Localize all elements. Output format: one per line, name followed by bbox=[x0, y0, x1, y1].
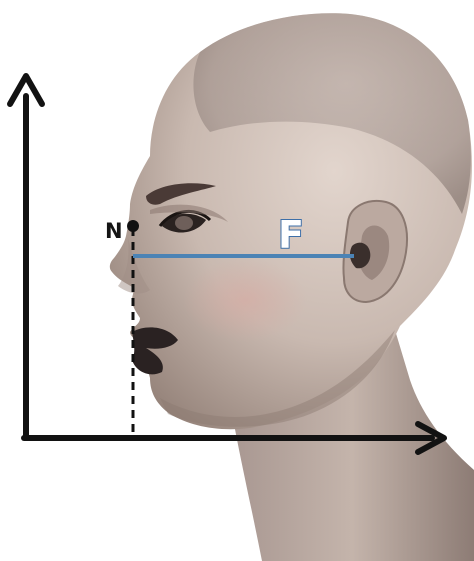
nasion-label: N bbox=[105, 219, 123, 243]
cheek-blush bbox=[183, 258, 307, 342]
frankfort-label: F bbox=[278, 213, 304, 257]
nasion-point bbox=[127, 220, 139, 232]
iris bbox=[175, 216, 193, 230]
